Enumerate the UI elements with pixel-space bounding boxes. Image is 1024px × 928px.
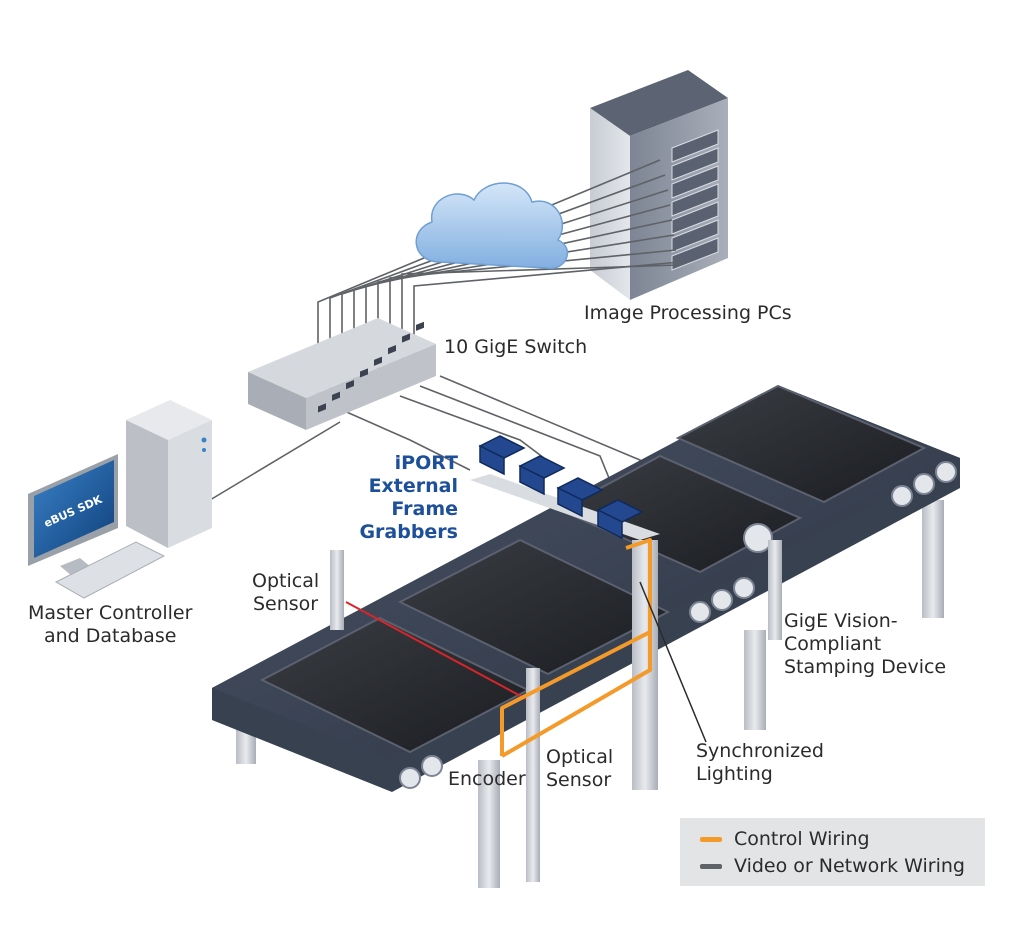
stamping-device-line-1: GigE Vision- bbox=[784, 610, 898, 632]
control-wiring bbox=[500, 538, 652, 758]
video-wiring-swatch bbox=[700, 863, 722, 869]
legend-item-control: Control Wiring bbox=[700, 826, 870, 852]
pc-tower-icon bbox=[126, 400, 212, 548]
iport-label: iPORT External Frame Grabbers bbox=[344, 452, 458, 544]
legend: Control Wiring Video or Network Wiring bbox=[680, 818, 985, 886]
pointer-lines bbox=[639, 581, 707, 743]
iport-label-line-1: iPORT bbox=[394, 452, 458, 474]
optical-sensor-bottom-line-2: Sensor bbox=[546, 769, 612, 791]
master-controller-line-2: and Database bbox=[43, 625, 177, 647]
legend-video-label: Video or Network Wiring bbox=[734, 855, 965, 877]
legend-control-label: Control Wiring bbox=[734, 828, 870, 850]
stamping-device-icon bbox=[743, 523, 782, 640]
iport-label-line-3: Frame bbox=[391, 498, 458, 520]
optical-sensor-left-line-2: Sensor bbox=[252, 593, 319, 615]
legend-item-video: Video or Network Wiring bbox=[700, 853, 965, 879]
monitor-icon bbox=[28, 454, 118, 576]
network-switch-icon bbox=[248, 318, 436, 430]
keyboard-icon bbox=[54, 541, 166, 599]
image-processing-label: Image Processing PCs bbox=[584, 302, 792, 324]
optical-sensor-left-post bbox=[330, 550, 344, 630]
encoder-label: Encoder bbox=[448, 768, 526, 790]
switch-label: 10 GigE Switch bbox=[444, 336, 588, 358]
optical-sensor-left-line-1: Optical bbox=[252, 570, 320, 592]
synchronized-lighting-line-1: Synchronized bbox=[696, 740, 824, 762]
stamping-device-line-3: Stamping Device bbox=[784, 656, 947, 678]
iport-label-line-4: Grabbers bbox=[359, 521, 458, 543]
server-rack-icon bbox=[590, 70, 728, 300]
optical-sensor-bottom-line-1: Optical bbox=[546, 746, 614, 768]
synchronized-lighting-label: Synchronized Lighting bbox=[696, 740, 824, 786]
master-controller-label: Master Controller and Database bbox=[28, 602, 192, 648]
optical-sensor-bottom-label: Optical Sensor bbox=[546, 746, 613, 792]
optical-sensor-bottom-post bbox=[526, 668, 540, 882]
cloud-icon bbox=[415, 182, 569, 270]
stamping-device-label: GigE Vision- Compliant Stamping Device bbox=[784, 610, 946, 679]
frame-grabber-icon bbox=[478, 435, 644, 540]
stamping-device-line-2: Compliant bbox=[784, 633, 882, 655]
synchronized-lighting-line-2: Lighting bbox=[696, 763, 773, 785]
control-wiring-swatch bbox=[700, 836, 722, 842]
conveyor-icon bbox=[212, 384, 960, 888]
optical-sensor-left-label: Optical Sensor bbox=[252, 570, 319, 616]
master-controller-line-1: Master Controller bbox=[28, 602, 193, 624]
iport-label-line-2: External bbox=[368, 475, 458, 497]
